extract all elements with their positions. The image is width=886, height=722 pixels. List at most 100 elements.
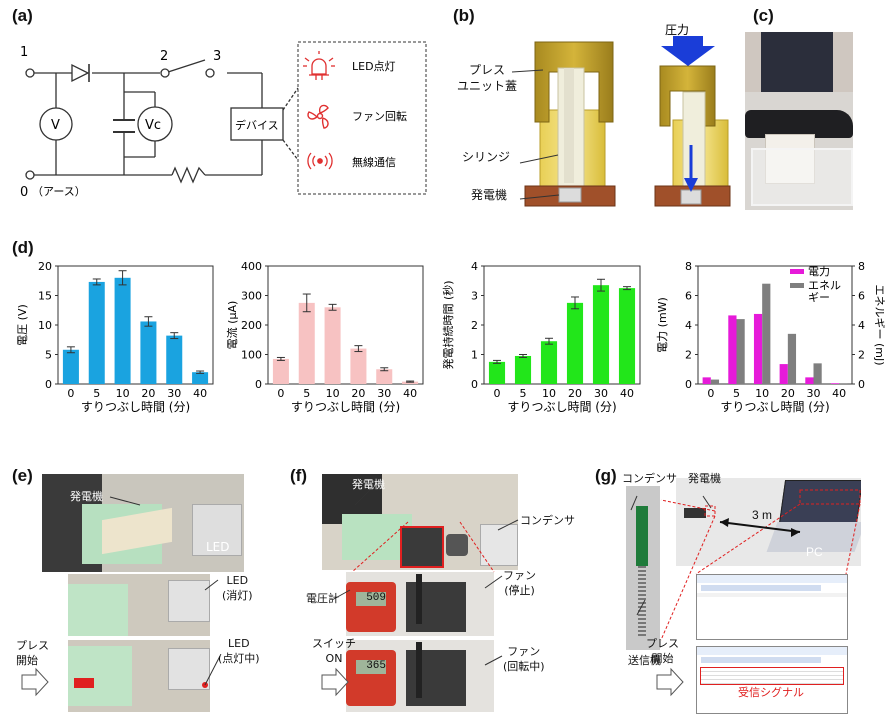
y-tick-label: 2 bbox=[471, 319, 478, 332]
e-led-on-label: LED (点灯中) bbox=[218, 637, 260, 665]
led-photo-on bbox=[68, 640, 210, 712]
y-tick-label: 8 bbox=[685, 260, 692, 273]
bar bbox=[787, 333, 797, 384]
x-tick-label: 30 bbox=[594, 387, 608, 400]
f-reading-2: 365 bbox=[356, 660, 386, 674]
x-tick-label: 5 bbox=[303, 387, 310, 400]
device-label: デバイス bbox=[235, 118, 279, 132]
y-tick-label: 400 bbox=[241, 260, 262, 273]
x-tick-label: 30 bbox=[377, 387, 391, 400]
transmitter-photo bbox=[626, 486, 660, 650]
bar bbox=[62, 349, 79, 384]
node-1-label: 1 bbox=[20, 45, 28, 60]
y-tick-label: 4 bbox=[471, 260, 478, 273]
f-voltmeter-label: 電圧計 bbox=[306, 592, 339, 605]
x-tick-label: 20 bbox=[781, 387, 795, 400]
f-generator-label: 発電機 bbox=[352, 478, 385, 491]
led-photo-1 bbox=[42, 474, 244, 572]
bar bbox=[710, 379, 720, 384]
y2-tick-label: 8 bbox=[858, 260, 865, 273]
g-press-start-label: プレス 開始 bbox=[646, 637, 679, 665]
bar bbox=[272, 358, 289, 384]
y-tick-label: 2 bbox=[685, 349, 692, 362]
f-fan-stop-label: ファン (停止) bbox=[503, 569, 536, 597]
pressure-label: 圧力 bbox=[665, 23, 689, 37]
y-tick-label: 0 bbox=[685, 378, 692, 391]
x-tick-label: 5 bbox=[520, 387, 527, 400]
y2-tick-label: 0 bbox=[858, 378, 865, 391]
syringe-label: シリンジ bbox=[462, 150, 511, 164]
bar bbox=[566, 302, 584, 384]
arrow-right-icon bbox=[21, 667, 49, 697]
y-tick-label: 1 bbox=[471, 349, 478, 362]
f-capacitor-label: コンデンサ bbox=[520, 514, 575, 527]
bar bbox=[324, 307, 341, 384]
y-tick-label: 10 bbox=[38, 319, 52, 332]
panel-label-f: (f) bbox=[290, 466, 307, 485]
y2-tick-label: 2 bbox=[858, 349, 865, 362]
generator-label: 発電機 bbox=[471, 188, 508, 202]
panel-label-c: (c) bbox=[753, 6, 774, 25]
bar bbox=[813, 363, 822, 384]
bar bbox=[702, 377, 711, 384]
y-tick-label: 5 bbox=[45, 349, 52, 362]
y-tick-label: 3 bbox=[471, 290, 478, 303]
x-tick-label: 20 bbox=[568, 387, 582, 400]
bar bbox=[762, 283, 771, 384]
y-tick-label: 6 bbox=[685, 290, 692, 303]
item-wireless-label: 無線通信 bbox=[352, 155, 396, 169]
panel-label-a: (a) bbox=[12, 6, 33, 25]
bar bbox=[753, 313, 763, 384]
x-tick-label: 10 bbox=[542, 387, 556, 400]
arrow-right-icon bbox=[321, 667, 349, 697]
panel-label-e: (e) bbox=[12, 466, 33, 485]
generator-illustration: 圧力 bbox=[511, 23, 731, 207]
bar bbox=[350, 348, 367, 384]
x-tick-label: 40 bbox=[832, 387, 846, 400]
x-tick-label: 5 bbox=[733, 387, 740, 400]
bar bbox=[488, 361, 506, 384]
bar bbox=[805, 377, 814, 384]
g-received-label: 受信シグナル bbox=[738, 686, 804, 699]
x-tick-label: 0 bbox=[67, 387, 74, 400]
panel-label-b: (b) bbox=[453, 6, 475, 25]
e-led-label: LED bbox=[206, 540, 230, 554]
y-tick-label: 4 bbox=[685, 319, 692, 332]
bar bbox=[88, 281, 105, 384]
x-axis-label: すりつぶし時間 (分) bbox=[720, 400, 829, 414]
led-photo-off bbox=[68, 574, 210, 636]
bar bbox=[166, 335, 183, 384]
y-axis-label: 発電持続時間 (秒) bbox=[441, 280, 455, 369]
bar bbox=[540, 341, 558, 384]
fan-photo-stop: 509 bbox=[346, 572, 494, 636]
panel-label-d: (d) bbox=[12, 238, 34, 257]
g-generator-label: 発電機 bbox=[688, 472, 721, 485]
bar bbox=[618, 288, 636, 384]
bar bbox=[114, 277, 131, 384]
legend-label: エネルギー bbox=[808, 279, 841, 304]
x-tick-label: 40 bbox=[193, 387, 207, 400]
bar bbox=[376, 369, 393, 384]
fan-setup-photo bbox=[322, 474, 518, 570]
y2-tick-label: 6 bbox=[858, 290, 865, 303]
press-lid-label: プレス ユニット蓋 bbox=[457, 63, 518, 93]
g-capacitor-label: コンデンサ bbox=[622, 472, 677, 485]
x-tick-label: 0 bbox=[707, 387, 714, 400]
red-arrow-icon bbox=[74, 678, 94, 688]
x-tick-label: 5 bbox=[93, 387, 100, 400]
fan-icon bbox=[307, 104, 329, 129]
x-axis-label: すりつぶし時間 (分) bbox=[291, 400, 400, 414]
y-tick-label: 0 bbox=[471, 378, 478, 391]
y-tick-label: 20 bbox=[38, 260, 52, 273]
f-fan-rot-label: ファン (回転中) bbox=[503, 645, 545, 673]
bar bbox=[402, 381, 419, 384]
x-tick-label: 40 bbox=[403, 387, 417, 400]
g-distance-label: 3 m bbox=[752, 508, 773, 522]
y-axis-label: 電流 (μA) bbox=[225, 301, 239, 350]
y-tick-label: 0 bbox=[255, 378, 262, 391]
x-tick-label: 40 bbox=[620, 387, 634, 400]
bar bbox=[728, 315, 737, 384]
node-2-label: 2 bbox=[160, 49, 168, 64]
node-3-label: 3 bbox=[213, 49, 221, 64]
